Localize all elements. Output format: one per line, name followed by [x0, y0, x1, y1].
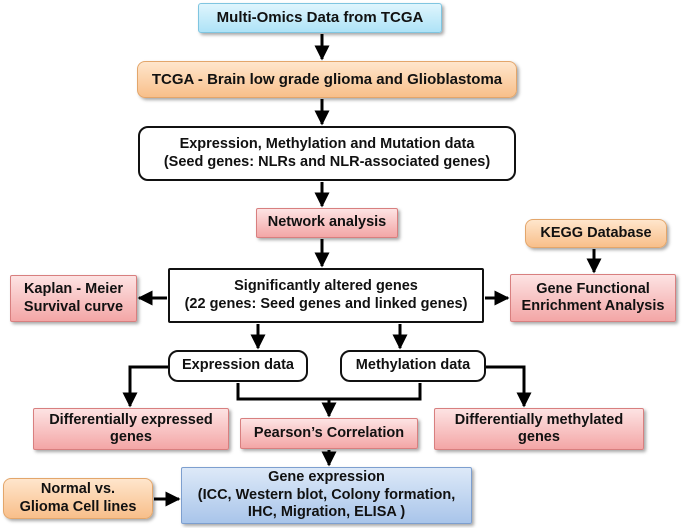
- node-label: genes: [518, 429, 560, 445]
- node-kegg-database: KEGG Database: [525, 219, 667, 248]
- node-label: (ICC, Western blot, Colony formation,: [197, 486, 456, 503]
- node-label: TCGA - Brain low grade glioma and Gliobl…: [151, 70, 503, 88]
- node-network-analysis: Network analysis: [256, 208, 398, 238]
- node-label: KEGG Database: [540, 224, 652, 241]
- node-label: Significantly altered genes: [234, 278, 418, 295]
- node-label: Methylation data: [355, 357, 471, 374]
- arrow-expression-to-diff-expressed: [122, 365, 168, 408]
- node-label: Glioma Cell lines: [19, 498, 137, 515]
- node-methylation-data: Methylation data: [340, 350, 486, 382]
- node-differentially-expressed: Differentially expressed genes: [33, 408, 229, 450]
- node-enrichment-analysis: Gene Functional Enrichment Analysis: [510, 274, 676, 322]
- node-label: (22 genes: Seed genes and linked genes): [184, 295, 468, 312]
- node-label: Pearson’s Correlation: [253, 424, 405, 441]
- node-label: Differentially methylated: [454, 411, 624, 428]
- node-expression-data: Expression data: [168, 350, 308, 382]
- node-label: Enrichment Analysis: [521, 298, 665, 314]
- node-label: Gene expression: [268, 469, 385, 486]
- node-label: Normal vs.: [40, 481, 116, 498]
- node-label: Kaplan - Meier: [23, 281, 124, 298]
- node-label: (Seed genes: NLRs and NLR-associated gen…: [163, 153, 491, 170]
- node-label: genes: [110, 429, 152, 445]
- node-kaplan-meier: Kaplan - Meier Survival curve: [10, 275, 137, 322]
- node-label: Gene Functional: [536, 280, 650, 297]
- node-differentially-methylated: Differentially methylated genes: [434, 408, 644, 450]
- connector-methylation-to-pearson: [329, 383, 422, 401]
- node-label: IHC, Migration, ELISA ): [247, 504, 406, 521]
- node-expression-methylation-mutation: Expression, Methylation and Mutation dat…: [138, 126, 516, 181]
- arrow-methylation-to-diff-methylated: [486, 365, 532, 408]
- node-multi-omics: Multi-Omics Data from TCGA: [198, 3, 442, 33]
- node-label: Expression data: [181, 357, 294, 374]
- node-label: Differentially expressed: [49, 411, 213, 428]
- node-label: Multi-Omics Data from TCGA: [216, 9, 424, 26]
- node-label: Expression, Methylation and Mutation dat…: [179, 136, 475, 153]
- node-normal-vs-glioma: Normal vs. Glioma Cell lines: [3, 478, 153, 519]
- node-tcga: TCGA - Brain low grade glioma and Gliobl…: [137, 61, 517, 98]
- node-pearsons-correlation: Pearson’s Correlation: [240, 418, 418, 449]
- node-label: Network analysis: [267, 214, 387, 231]
- node-label: Survival curve: [23, 298, 124, 315]
- connector-expression-to-pearson: [236, 383, 329, 401]
- node-significantly-altered-genes: Significantly altered genes (22 genes: S…: [168, 268, 484, 323]
- node-gene-expression: Gene expression (ICC, Western blot, Colo…: [181, 467, 472, 524]
